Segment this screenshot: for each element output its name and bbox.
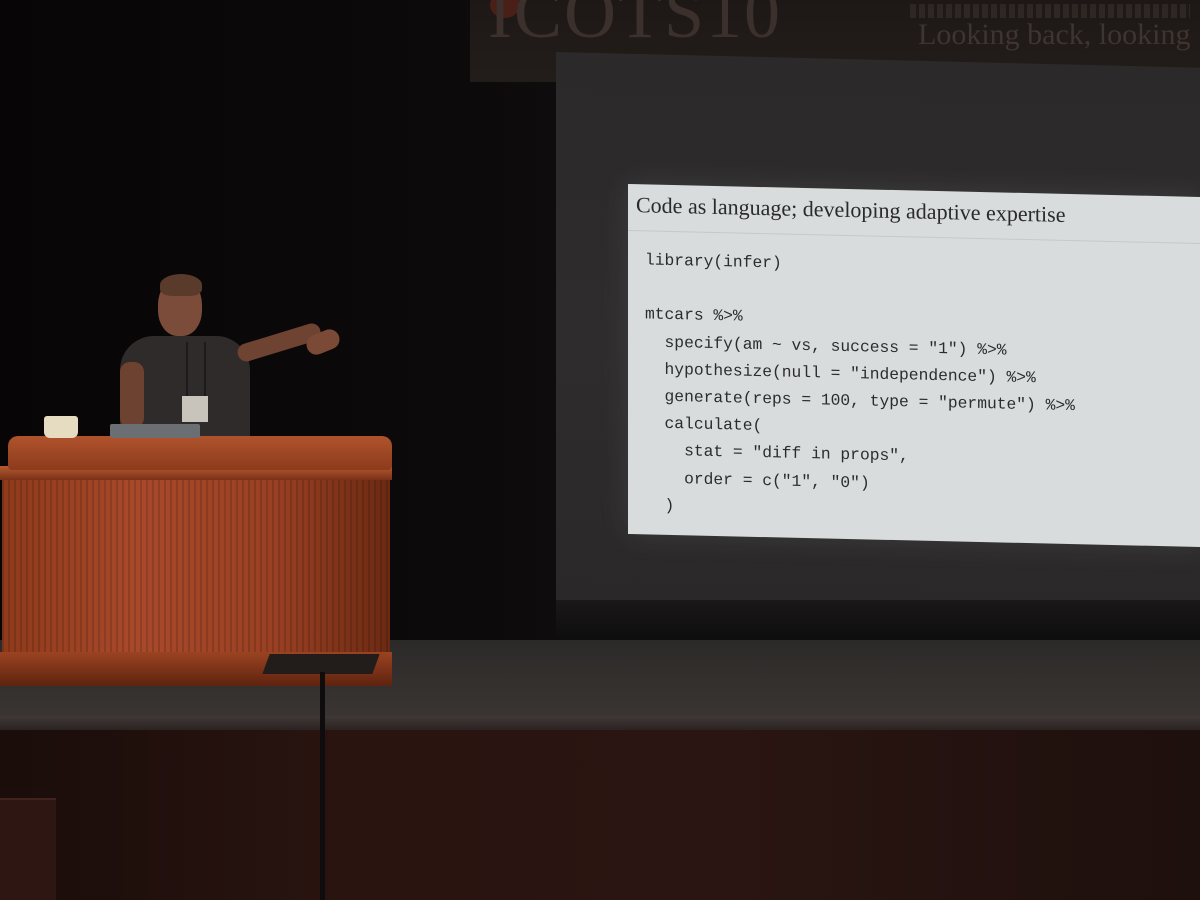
screen-lower-edge: [556, 600, 1200, 640]
lanyard: [186, 342, 206, 398]
conference-banner: ICOTS10 Looking back, looking: [470, 0, 1200, 82]
podium-body: [2, 468, 390, 658]
stage-edge: [0, 716, 1200, 730]
coffee-cup: [44, 416, 78, 438]
banner-logo-lettering: ICOTS10: [488, 0, 783, 53]
slide-title: Code as language; developing adaptive ex…: [636, 192, 1066, 227]
slide-divider: [628, 230, 1200, 245]
speaker-left-arm: [120, 362, 144, 428]
projected-slide: Code as language; developing adaptive ex…: [628, 184, 1200, 548]
stage-step: [0, 798, 56, 900]
stage-front-wall: [0, 730, 1200, 900]
speaker-hair: [160, 274, 202, 296]
podium-top: [8, 436, 392, 470]
mic-stand: [320, 672, 325, 900]
laptop: [110, 424, 200, 438]
banner-fine-print: [910, 4, 1190, 18]
mic-stand-head: [262, 654, 380, 674]
banner-tagline: Looking back, looking: [918, 18, 1191, 51]
banner-logo-mark: [490, 0, 520, 18]
code-block: library(infer)mtcars %>% specify(am ~ vs…: [645, 246, 1075, 528]
name-badge: [182, 396, 208, 422]
